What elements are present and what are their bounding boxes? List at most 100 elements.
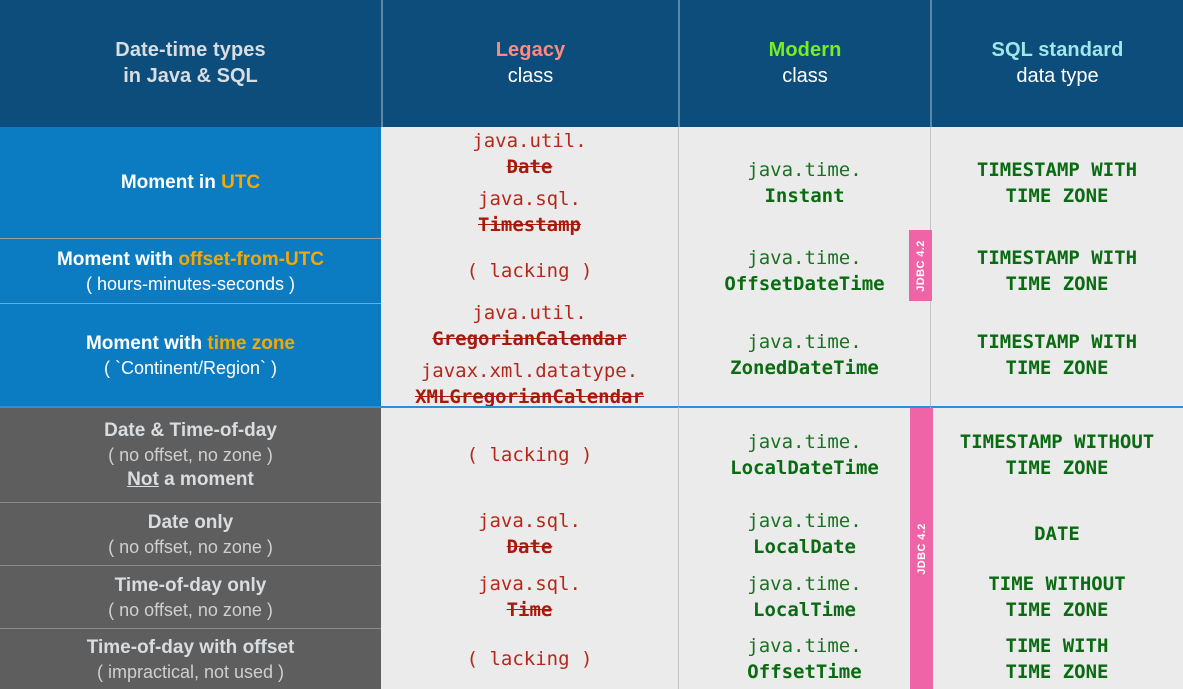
modern-cell-moment-with-time-zone: java.time. ZonedDateTime (678, 303, 930, 406)
class-name: Instant (764, 184, 845, 207)
row-label-text: Time-of-day with offset (86, 636, 295, 658)
jdbc-badge-label: JDBC 4.2 (914, 239, 927, 292)
lacking-text: ( lacking ) (466, 259, 593, 282)
code-entry: java.time. OffsetDateTime (724, 245, 884, 297)
package-name: java.sql. (478, 187, 581, 210)
code-entry: java.time. Instant (747, 157, 861, 209)
row-label-text: Date only (147, 511, 234, 533)
jdbc-badge-label: JDBC 4.2 (915, 522, 928, 575)
code-entry: java.time. LocalDateTime (730, 429, 879, 481)
modern-cell-moment-with-offset: java.time. OffsetDateTime (678, 238, 930, 303)
row-label-text: Moment in UTC (120, 172, 261, 193)
header-cell-legacy: Legacy class (381, 0, 678, 127)
jdbc-badge-bottom: JDBC 4.2 (910, 408, 933, 689)
header-title-line2: in Java & SQL (123, 65, 258, 87)
class-name: Date (506, 155, 553, 178)
sql-type-line: TIME ZONE (1005, 457, 1109, 479)
class-name: Time (506, 598, 553, 621)
package-name: java.time. (747, 634, 862, 657)
sql-cell-date-only: DATE (930, 502, 1183, 565)
row-label-text: Moment with offset-from-UTC (56, 248, 325, 270)
header-modern-label: Modern (768, 39, 842, 61)
package-name: javax.xml.datatype. (420, 359, 639, 382)
sql-type-line: TIMESTAMP WITH (976, 158, 1138, 181)
modern-cell-time-of-day-only: java.time. LocalTime (678, 565, 930, 628)
package-name: java.sql. (478, 572, 581, 595)
row-label-subtext: ( `Continent/Region` ) (103, 357, 278, 378)
class-name: Timestamp (478, 213, 581, 236)
sql-type-line: TIME WITHOUT (988, 572, 1126, 595)
sql-type-line: TIME ZONE (1005, 660, 1109, 683)
sql-cell-date-and-time-of-day: TIMESTAMP WITHOUT TIME ZONE (930, 406, 1183, 502)
sql-type-line: TIMESTAMP WITH (976, 246, 1138, 269)
code-entry: java.time. ZonedDateTime (730, 329, 879, 381)
row-label-subtext: ( no offset, no zone ) (108, 536, 273, 557)
sql-type-line: TIME ZONE (1005, 598, 1109, 621)
code-entry: java.sql. Timestamp (478, 186, 581, 238)
lacking-text: ( lacking ) (466, 444, 593, 466)
header-legacy-sublabel: class (507, 65, 554, 87)
sql-type-line: DATE (1034, 522, 1080, 545)
package-name: java.time. (747, 330, 862, 353)
legacy-cell-date-only: java.sql. Date (381, 502, 678, 565)
row-label-subtext: ( no offset, no zone ) (108, 445, 273, 465)
header-cell-date-time-types: Date-time types in Java & SQL (0, 0, 381, 127)
row-label-subtext: ( impractical, not used ) (96, 661, 285, 682)
sql-type-line: TIME ZONE (1005, 272, 1109, 295)
modern-cell-date-only: java.time. LocalDate (678, 502, 930, 565)
package-name: java.time. (747, 158, 862, 181)
sql-cell-moment-with-offset: TIMESTAMP WITH TIME ZONE (930, 238, 1183, 303)
package-name: java.util. (472, 303, 587, 324)
header-cell-sql-standard: SQL standard data type (930, 0, 1183, 127)
legacy-cell-time-of-day-only: java.sql. Time (381, 565, 678, 628)
code-entry: java.time. LocalDate (747, 508, 861, 560)
class-name: Date (506, 535, 553, 558)
class-name: OffsetDateTime (724, 272, 885, 295)
lacking-text: ( lacking ) (466, 647, 593, 670)
row-label-text: Date & Time-of-day (104, 420, 277, 441)
row-label-extratext: Not a moment (127, 469, 254, 490)
class-name: XMLGregorianCalendar (415, 385, 644, 407)
sql-type-line: TIME ZONE (1005, 356, 1109, 379)
sql-cell-time-of-day-with-offset: TIME WITH TIME ZONE (930, 628, 1183, 689)
header-sql-label: SQL standard (991, 39, 1124, 61)
sql-type-line: TIMESTAMP WITH (976, 330, 1138, 353)
sql-cell-time-of-day-only: TIME WITHOUT TIME ZONE (930, 565, 1183, 628)
code-entry: javax.xml.datatype. XMLGregorianCalendar (415, 358, 644, 407)
row-label-time-of-day-only: Time-of-day only ( no offset, no zone ) (0, 565, 381, 628)
package-name: java.sql. (478, 509, 581, 532)
sql-type-line: TIMESTAMP WITHOUT (959, 431, 1155, 453)
code-entry: java.sql. Date (478, 508, 581, 560)
row-label-date-and-time-of-day: Date & Time-of-day ( no offset, no zone … (0, 406, 381, 502)
legacy-cell-moment-with-offset: ( lacking ) (381, 238, 678, 303)
class-name: LocalDateTime (730, 457, 879, 479)
code-entry: java.time. OffsetTime (747, 633, 861, 685)
class-name: ZonedDateTime (730, 356, 879, 379)
code-entry: java.util. Date (472, 128, 586, 180)
modern-cell-time-of-day-with-offset: java.time. OffsetTime (678, 628, 930, 689)
class-name: GregorianCalendar (432, 327, 627, 350)
legacy-cell-moment-with-time-zone: java.util. GregorianCalendar javax.xml.d… (381, 303, 678, 406)
code-entry: java.time. LocalTime (747, 571, 861, 623)
header-legacy-label: Legacy (495, 39, 566, 61)
package-name: java.time. (747, 509, 862, 532)
row-label-moment-in-utc: Moment in UTC (0, 127, 381, 238)
row-label-text: Time-of-day only (114, 574, 267, 596)
row-label-text: Moment with time zone (85, 332, 295, 354)
code-entry: java.util. GregorianCalendar (432, 303, 626, 352)
header-title-line1: Date-time types (115, 39, 266, 61)
row-label-date-only: Date only ( no offset, no zone ) (0, 502, 381, 565)
row-label-subtext: ( no offset, no zone ) (108, 599, 273, 620)
class-name: OffsetTime (747, 660, 862, 683)
jdbc-badge-top: JDBC 4.2 (909, 230, 932, 301)
package-name: java.time. (747, 431, 862, 453)
legacy-cell-moment-in-utc: java.util. Date java.sql. Timestamp (381, 127, 678, 238)
class-name: LocalDate (753, 535, 856, 558)
legacy-cell-time-of-day-with-offset: ( lacking ) (381, 628, 678, 689)
package-name: java.time. (747, 572, 862, 595)
sql-type-line: TIME WITH (1005, 634, 1109, 657)
class-name: LocalTime (753, 598, 856, 621)
modern-cell-date-and-time-of-day: java.time. LocalDateTime (678, 406, 930, 502)
row-label-time-of-day-with-offset: Time-of-day with offset ( impractical, n… (0, 628, 381, 689)
